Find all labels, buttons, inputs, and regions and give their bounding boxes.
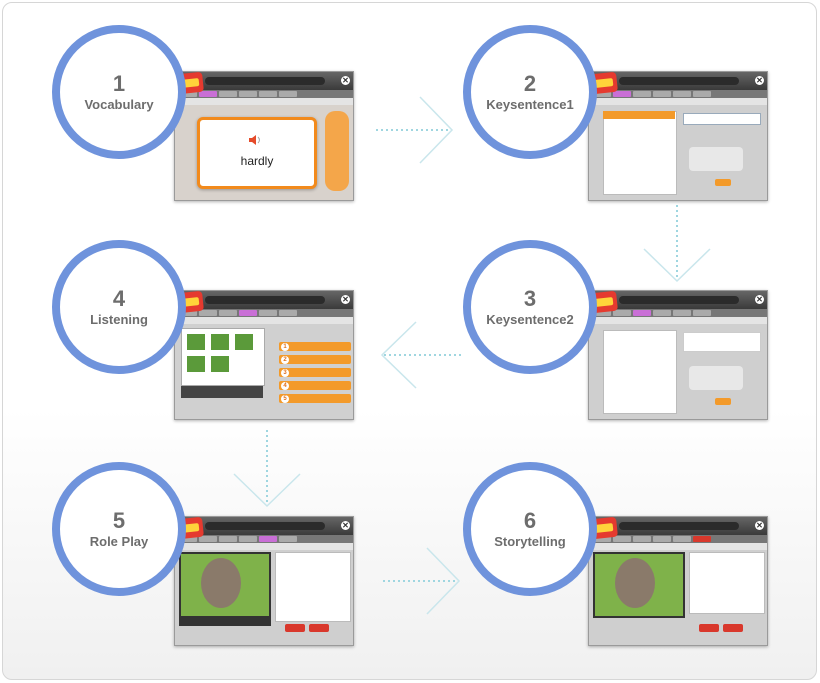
step-number: 4	[112, 285, 126, 311]
storytelling-screenshot[interactable]: ✕	[588, 516, 768, 646]
keysentence1-screenshot[interactable]: ✕	[588, 71, 768, 201]
keysentence2-screenshot[interactable]: ✕	[588, 290, 768, 420]
step-number: 3	[523, 285, 537, 311]
step-label: Role Play	[89, 533, 149, 549]
step-4-circle[interactable]: 4 Listening	[52, 240, 186, 374]
vocab-word: hardly	[240, 154, 274, 168]
step-3-circle[interactable]: 3 Keysentence2	[463, 240, 597, 374]
arrow-right-2	[383, 546, 463, 616]
step-5-circle[interactable]: 5 Role Play	[52, 462, 186, 596]
arrow-left-1	[378, 320, 462, 390]
step-label: Keysentence2	[486, 311, 574, 327]
step-number: 6	[523, 507, 537, 533]
close-icon: ✕	[341, 521, 350, 530]
step-label: Vocabulary	[84, 96, 154, 112]
close-icon: ✕	[755, 521, 764, 530]
close-icon: ✕	[755, 76, 764, 85]
step-number: 5	[112, 507, 126, 533]
vocabulary-screenshot[interactable]: ✕ hardly	[174, 71, 354, 201]
step-1-circle[interactable]: 1 Vocabulary	[52, 25, 186, 159]
answer-row: 4	[279, 381, 351, 390]
answer-row: 3	[279, 368, 351, 377]
role-play-screenshot[interactable]: ✕	[174, 516, 354, 646]
row-number: 4	[281, 381, 289, 390]
step-6-circle[interactable]: 6 Storytelling	[463, 462, 597, 596]
answer-row: 1	[279, 342, 351, 351]
arrow-down-1	[642, 205, 712, 285]
row-number: 3	[281, 368, 289, 377]
step-2-circle[interactable]: 2 Keysentence1	[463, 25, 597, 159]
row-number: 2	[281, 355, 289, 364]
arrow-down-2	[232, 430, 302, 510]
step-number: 1	[112, 70, 126, 96]
arrow-right-1	[376, 95, 456, 165]
vocab-card: hardly	[197, 117, 317, 189]
listening-screenshot[interactable]: ✕ 1 2 3 4 5	[174, 290, 354, 420]
step-label: Keysentence1	[486, 96, 574, 112]
row-number: 1	[281, 342, 289, 351]
step-number: 2	[523, 70, 537, 96]
step-label: Listening	[90, 311, 148, 327]
answer-row: 2	[279, 355, 351, 364]
answer-row: 5	[279, 394, 351, 403]
close-icon: ✕	[341, 295, 350, 304]
speaker-icon	[249, 135, 260, 145]
row-number: 5	[281, 394, 289, 403]
close-icon: ✕	[755, 295, 764, 304]
close-icon: ✕	[341, 76, 350, 85]
step-label: Storytelling	[494, 533, 566, 549]
